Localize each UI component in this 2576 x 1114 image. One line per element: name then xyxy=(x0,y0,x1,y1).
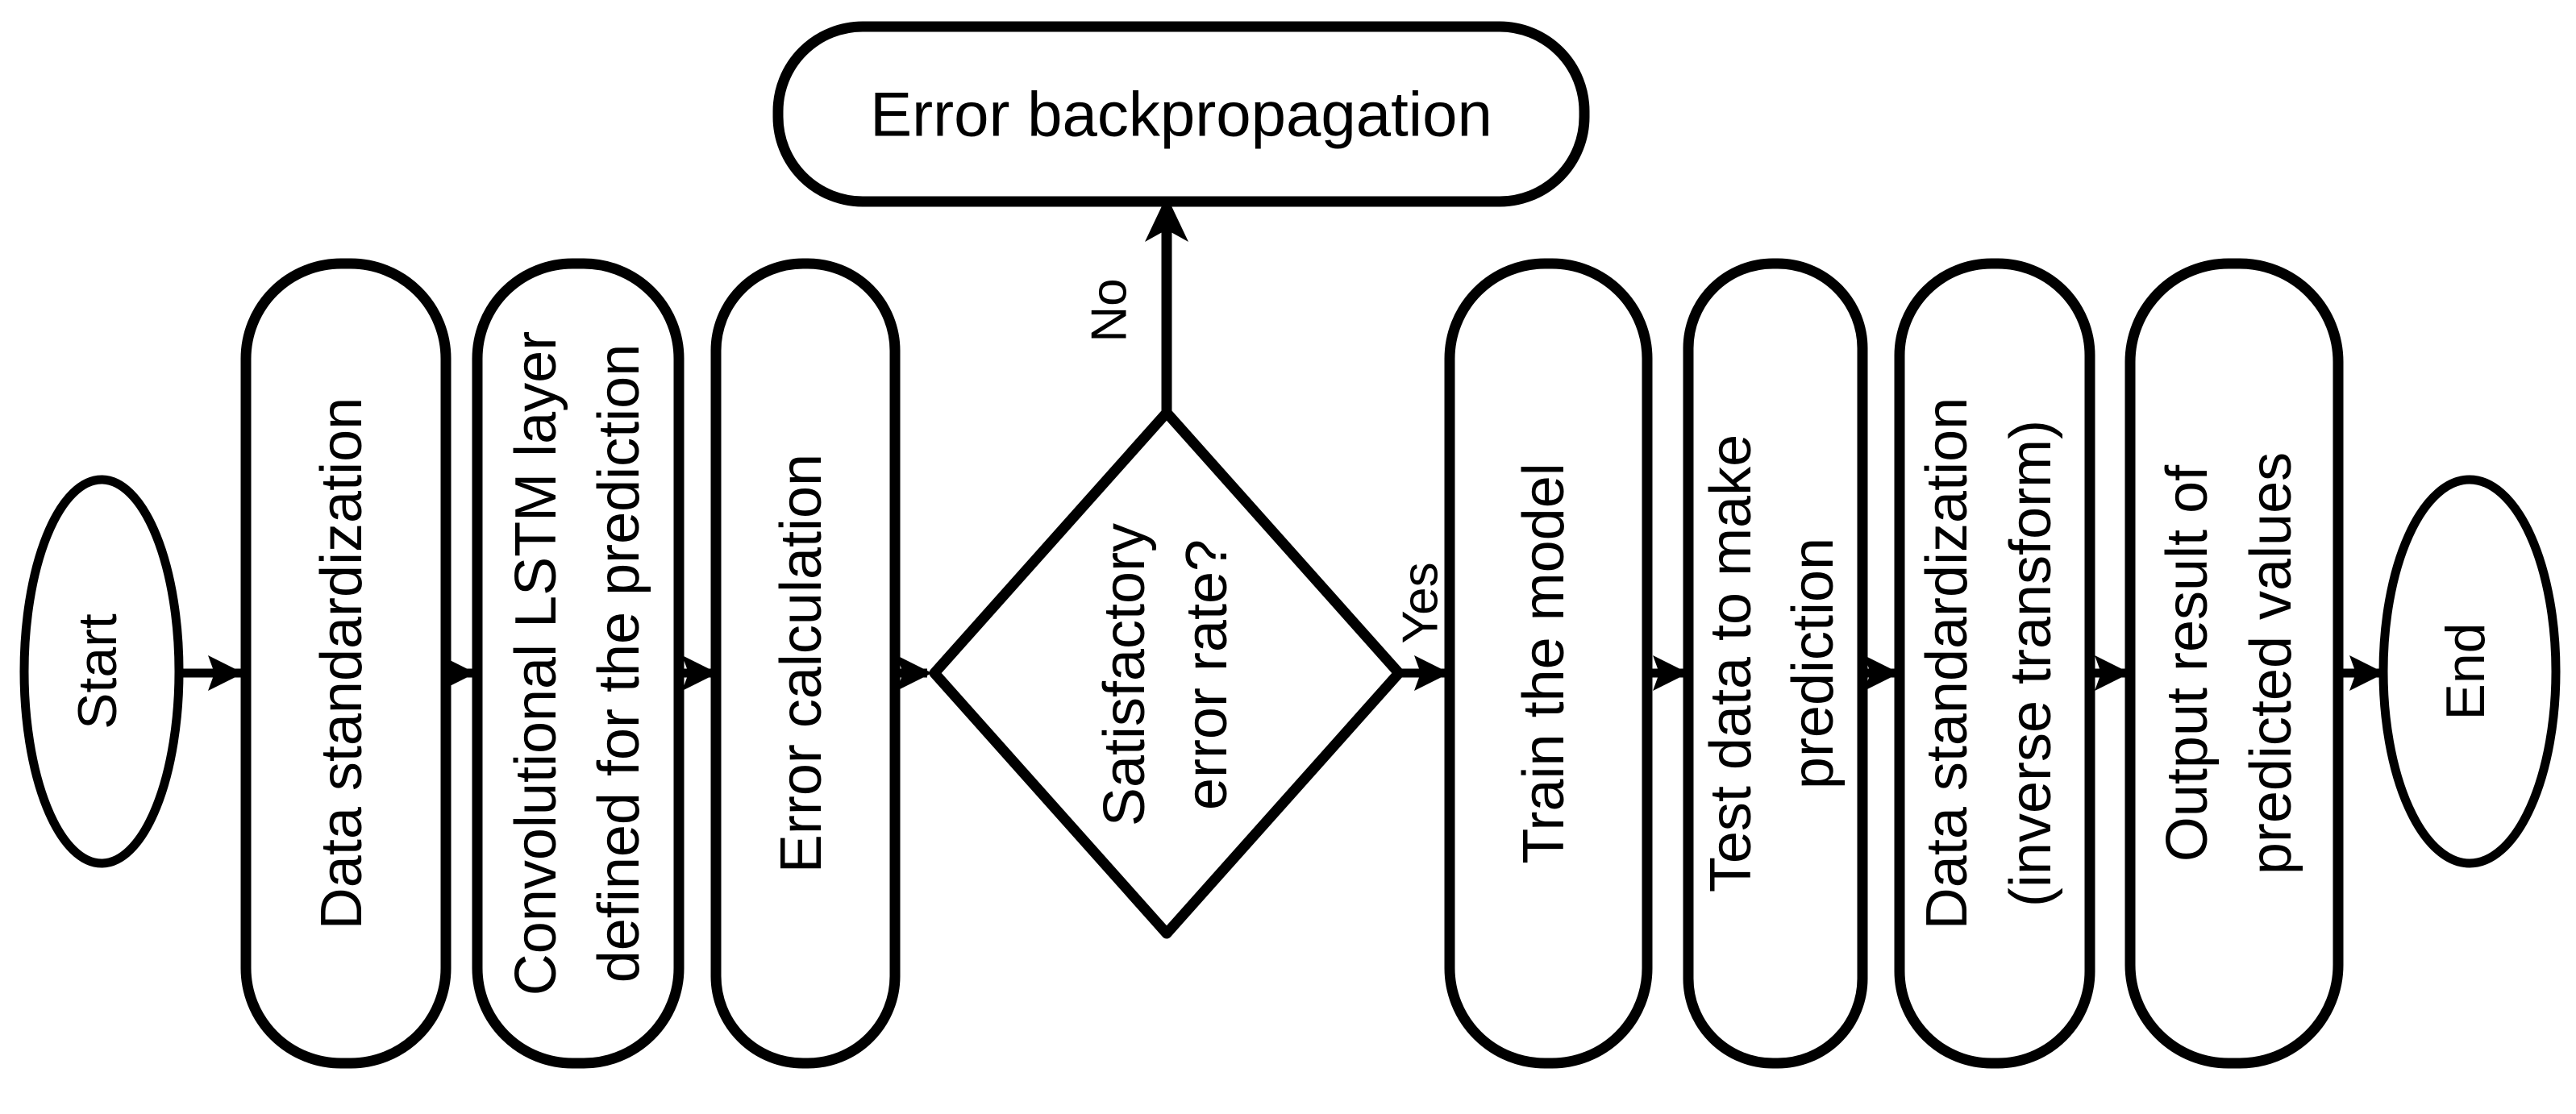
node-train-model-label: Train the model xyxy=(1512,463,1576,864)
connector-decision-no-to-error-backpropagation xyxy=(1145,196,1188,413)
node-test-data-label-line2: prediction xyxy=(1781,538,1846,789)
connector-output-result-to-end xyxy=(2338,655,2385,691)
node-decision-label-line2: error rate? xyxy=(1175,539,1239,810)
node-decision[interactable]: Satisfactory error rate? xyxy=(929,407,1405,939)
svg-text:No: No xyxy=(1081,278,1137,342)
connector-error-calculation-to-decision xyxy=(895,655,932,691)
edge-label-no: No xyxy=(1081,278,1137,342)
node-error-calculation-label: Error calculation xyxy=(769,454,834,873)
node-test-data-label-line1: Test data to make xyxy=(1699,434,1763,892)
connector-train-model-to-test-data xyxy=(1647,655,1688,691)
node-start-label: Start xyxy=(67,613,128,730)
connector-test-data-to-inverse-standardization xyxy=(1862,655,1900,691)
node-conv-lstm-label-line2: defined for the prediction xyxy=(587,344,651,983)
node-end[interactable]: End xyxy=(2378,475,2561,868)
node-train-model[interactable]: Train the model xyxy=(1444,258,1653,1069)
connector-conv-lstm-to-error-calculation xyxy=(680,655,718,691)
node-data-standardization-label: Data standardization xyxy=(310,397,374,929)
connector-inverse-standardization-to-output-result xyxy=(2090,655,2130,691)
node-start[interactable]: Start xyxy=(19,475,184,868)
connector-start-to-data-standardization xyxy=(179,655,243,691)
connector-decision-yes-to-train-model xyxy=(1397,655,1450,691)
node-inverse-standardization[interactable]: Data standardization (inverse transform) xyxy=(1894,258,2095,1069)
node-end-label: End xyxy=(2435,623,2496,721)
node-test-data[interactable]: Test data to make prediction xyxy=(1683,258,1868,1069)
node-conv-lstm-label-line1: Convolutional LSTM layer xyxy=(504,331,568,996)
node-inverse-standardization-label-line1: Data standardization xyxy=(1915,397,1979,929)
node-error-calculation[interactable]: Error calculation xyxy=(710,258,901,1069)
node-error-backpropagation-label: Error backpropagation xyxy=(870,79,1492,150)
node-output-result[interactable]: Output result of predicted values xyxy=(2124,258,2344,1069)
svg-text:Yes: Yes xyxy=(1392,562,1448,643)
node-decision-label-line1: Satisfactory xyxy=(1092,523,1157,826)
edge-label-yes: Yes xyxy=(1392,562,1448,643)
node-conv-lstm[interactable]: Convolutional LSTM layer defined for the… xyxy=(472,258,685,1069)
node-data-standardization[interactable]: Data standardization xyxy=(240,258,452,1069)
node-output-result-label-line2: predicted values xyxy=(2239,452,2303,875)
node-inverse-standardization-label-line2: (inverse transform) xyxy=(1999,420,2063,907)
node-output-result-label-line1: Output result of xyxy=(2155,464,2220,862)
node-error-backpropagation[interactable]: Error backpropagation xyxy=(772,21,1590,207)
